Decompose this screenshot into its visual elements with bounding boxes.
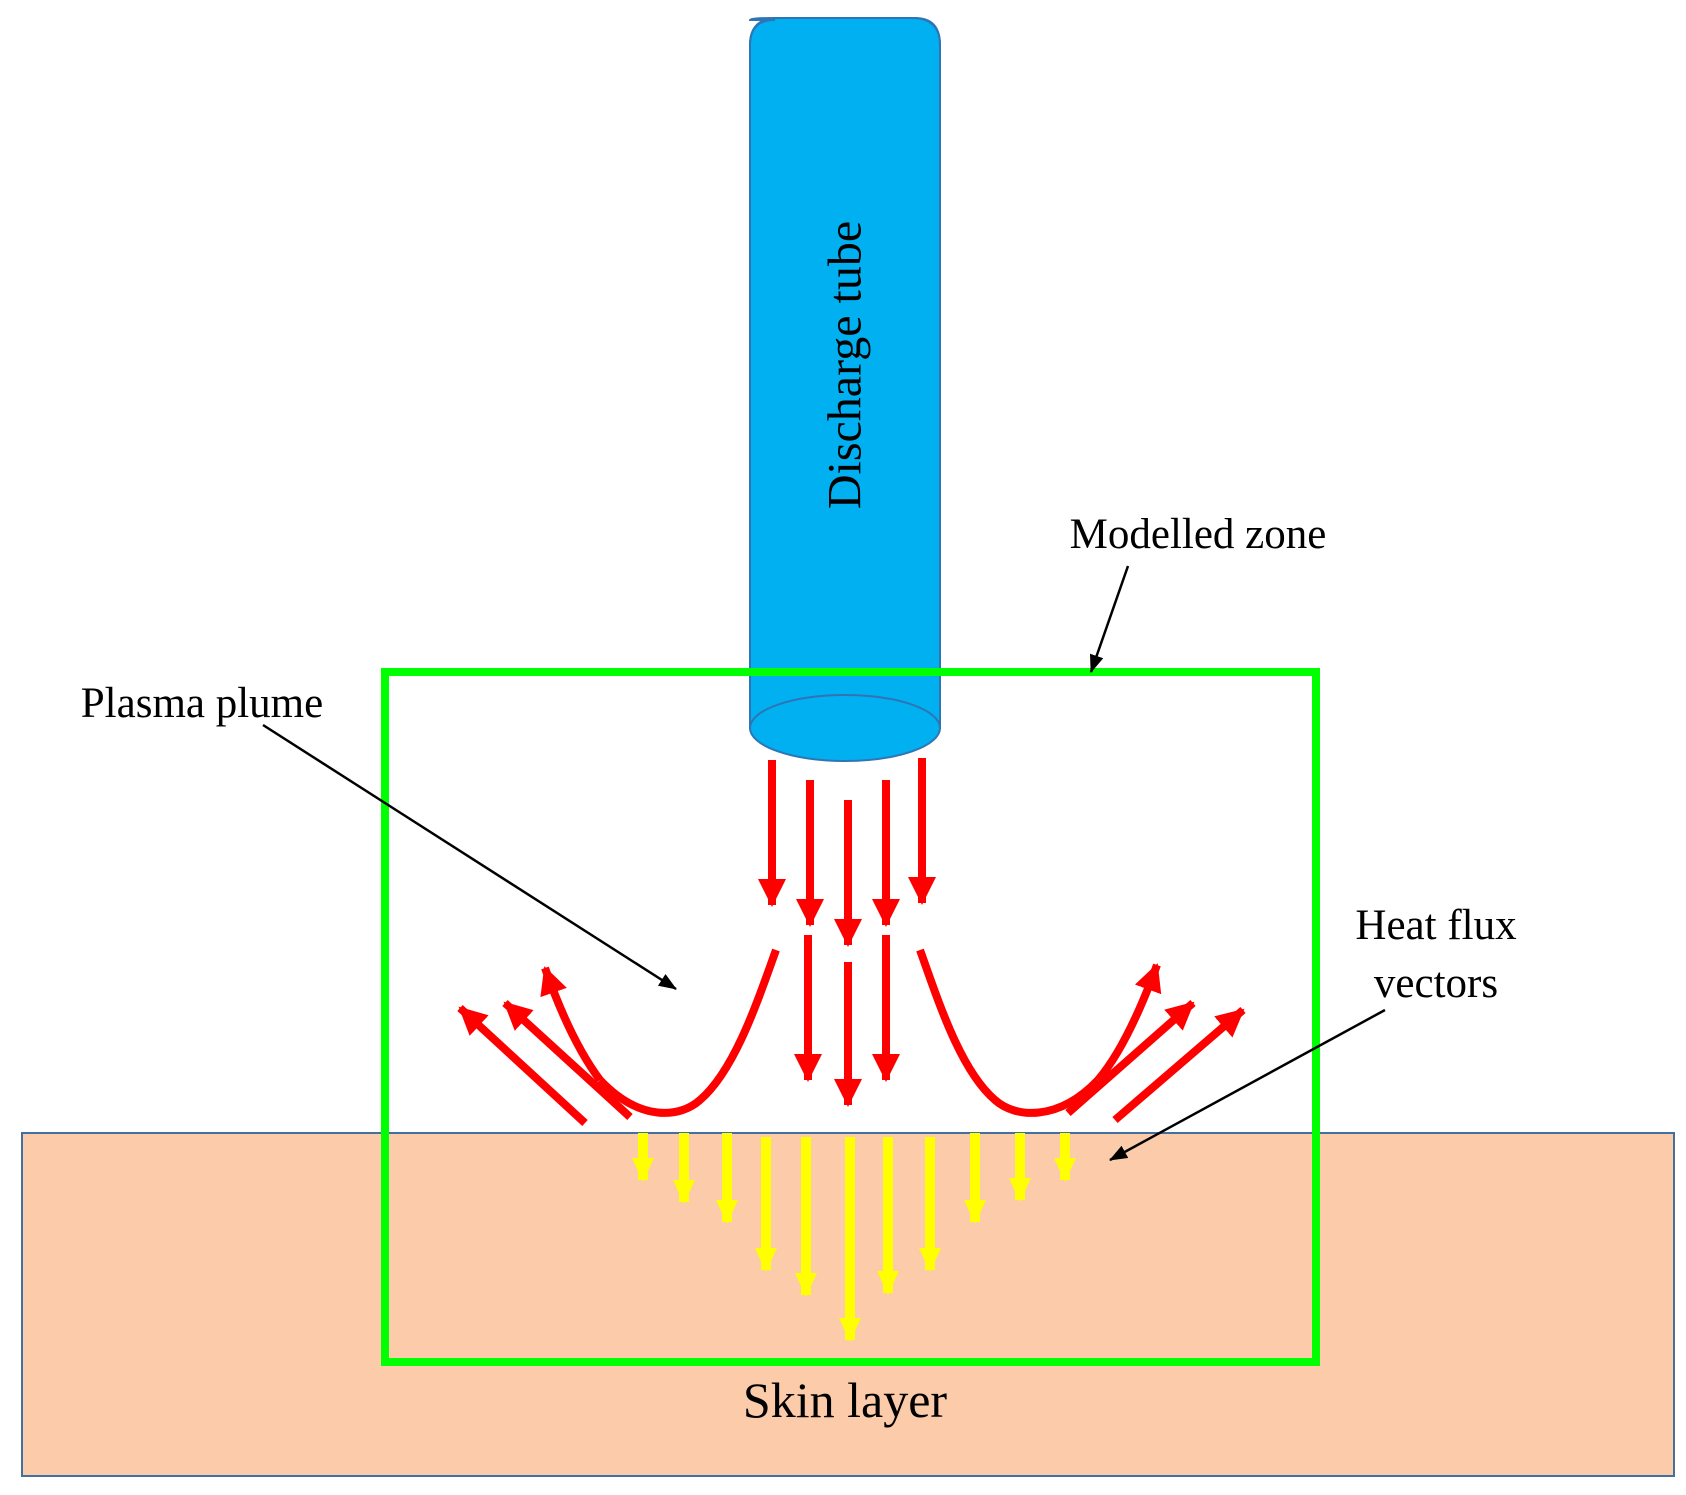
leader-lines [262, 565, 1386, 1162]
red-arrow-icon [1112, 1006, 1246, 1124]
heat-flux-label-line2: vectors [1374, 960, 1498, 1007]
discharge-tube-label: Discharge tube [819, 221, 872, 509]
heat-flux-label-line1: Heat flux [1355, 902, 1516, 949]
red-arrow-icon [540, 966, 604, 1083]
skin-layer-label: Skin layer [743, 1372, 947, 1428]
black-arrow-icon [262, 723, 677, 991]
heat-flux-arrows [632, 1133, 1076, 1342]
discharge-tube: Discharge tube [748, 17, 941, 762]
black-arrow-icon [1089, 565, 1130, 673]
red-arrow-icon [1094, 963, 1162, 1083]
black-arrow-icon [1109, 1008, 1386, 1162]
modelled-zone-box [381, 668, 1320, 1366]
modelled-zone-label: Modelled zone [1070, 511, 1327, 558]
red-arrow-icon [502, 1000, 633, 1120]
right-deflection-curve [916, 948, 1101, 1117]
left-deflection-curve [597, 948, 780, 1117]
plasma-plume-label: Plasma plume [81, 680, 323, 727]
plasma-deflection-curves [597, 948, 1101, 1117]
tube-opening [749, 694, 941, 762]
plasma-flow-arrows [457, 758, 1246, 1126]
red-arrow-icon [1065, 999, 1196, 1117]
red-arrow-icon [457, 1005, 588, 1126]
